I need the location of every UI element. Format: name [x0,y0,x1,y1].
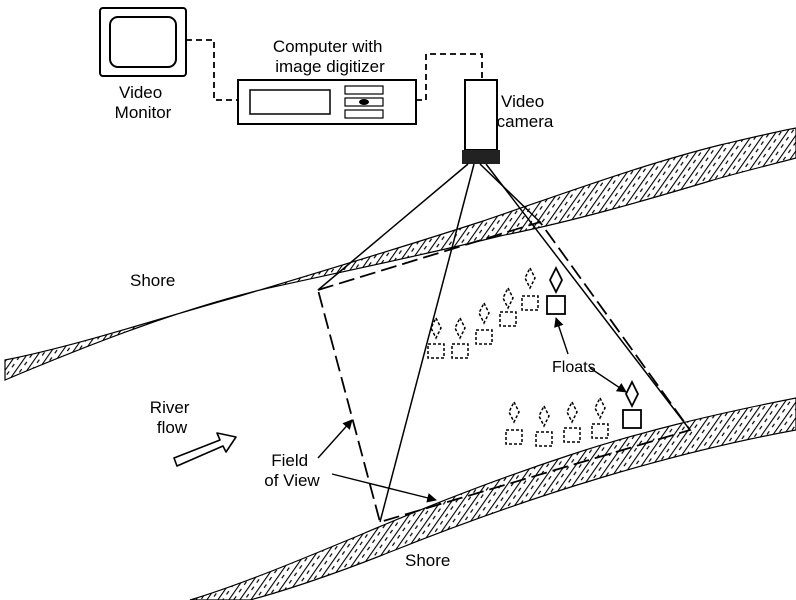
upper-shore-bank [4,127,796,381]
computer-with-image-digitizer [237,79,417,125]
field-of-view-pointer-arrows [317,419,437,503]
float-trail-upper [427,266,539,359]
camera-sight-lines [317,163,691,523]
video-monitor-label: Video Monitor [115,83,172,122]
floats-label: Floats [552,359,596,376]
river-flow-label: River flow [150,398,194,437]
float-trail-lower [505,396,609,447]
float-current-upper [546,265,566,315]
lower-shore-bank [189,397,796,600]
computer-camera-cable [416,53,483,101]
floats-pointer-arrows [554,317,627,393]
river-flow-arrow [173,432,237,467]
video-camera-label: Video camera [497,92,554,131]
video-monitor [99,7,187,77]
shore-label-bottom: Shore [405,551,450,570]
field-of-view-boundary [316,220,692,524]
monitor-computer-cable [186,39,238,101]
computer-label: Computer with image digitizer [273,37,387,76]
field-of-view-label: Field of View [264,451,320,490]
shore-label-top: Shore [130,271,175,290]
video-camera [462,79,500,164]
float-current-lower [622,379,642,429]
